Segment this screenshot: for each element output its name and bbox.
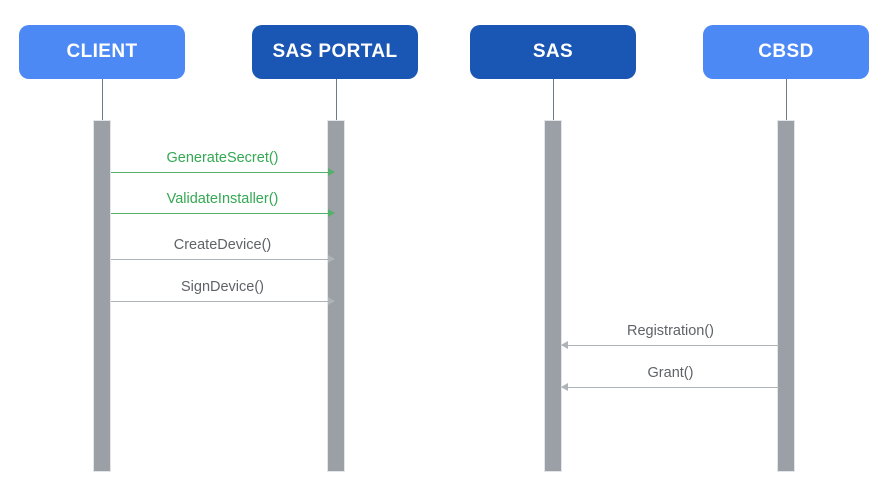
message-line-grant [562, 387, 779, 388]
actor-label-cbsd: CBSD [758, 41, 814, 62]
actor-box-cbsd[interactable]: CBSD [703, 25, 869, 79]
message-arrowhead-generate-secret [328, 168, 335, 176]
message-label-grant: Grant() [647, 365, 694, 381]
lifeline-sas-portal [336, 79, 337, 120]
actor-box-sas[interactable]: SAS [470, 25, 636, 79]
activation-bar-cbsd [777, 120, 795, 472]
message-label-validate-installer: ValidateInstaller() [166, 191, 279, 207]
message-label-generate-secret: GenerateSecret() [166, 150, 279, 166]
message-label-sign-device: SignDevice() [181, 279, 264, 295]
message-line-validate-installer [111, 213, 334, 214]
message-label-registration: Registration() [626, 323, 715, 339]
message-arrowhead-grant [561, 383, 568, 391]
message-line-registration [562, 345, 779, 346]
message-arrowhead-create-device [328, 255, 335, 263]
activation-bar-sas [544, 120, 562, 472]
lifeline-sas [553, 79, 554, 120]
message-arrowhead-sign-device [328, 297, 335, 305]
lifeline-client [102, 79, 103, 120]
activation-bar-sas-portal [327, 120, 345, 472]
actor-label-client: CLIENT [66, 41, 138, 62]
message-arrowhead-validate-installer [328, 209, 335, 217]
message-label-create-device: CreateDevice() [173, 237, 272, 253]
message-line-generate-secret [111, 172, 334, 173]
message-arrowhead-registration [561, 341, 568, 349]
activation-bar-client [93, 120, 111, 472]
actor-box-client[interactable]: CLIENT [19, 25, 185, 79]
actor-box-sas-portal[interactable]: SAS PORTAL [252, 25, 418, 79]
actor-label-sas-portal: SAS PORTAL [272, 41, 398, 62]
message-line-create-device [111, 259, 334, 260]
message-line-sign-device [111, 301, 334, 302]
actor-label-sas: SAS [532, 41, 574, 62]
lifeline-cbsd [786, 79, 787, 120]
